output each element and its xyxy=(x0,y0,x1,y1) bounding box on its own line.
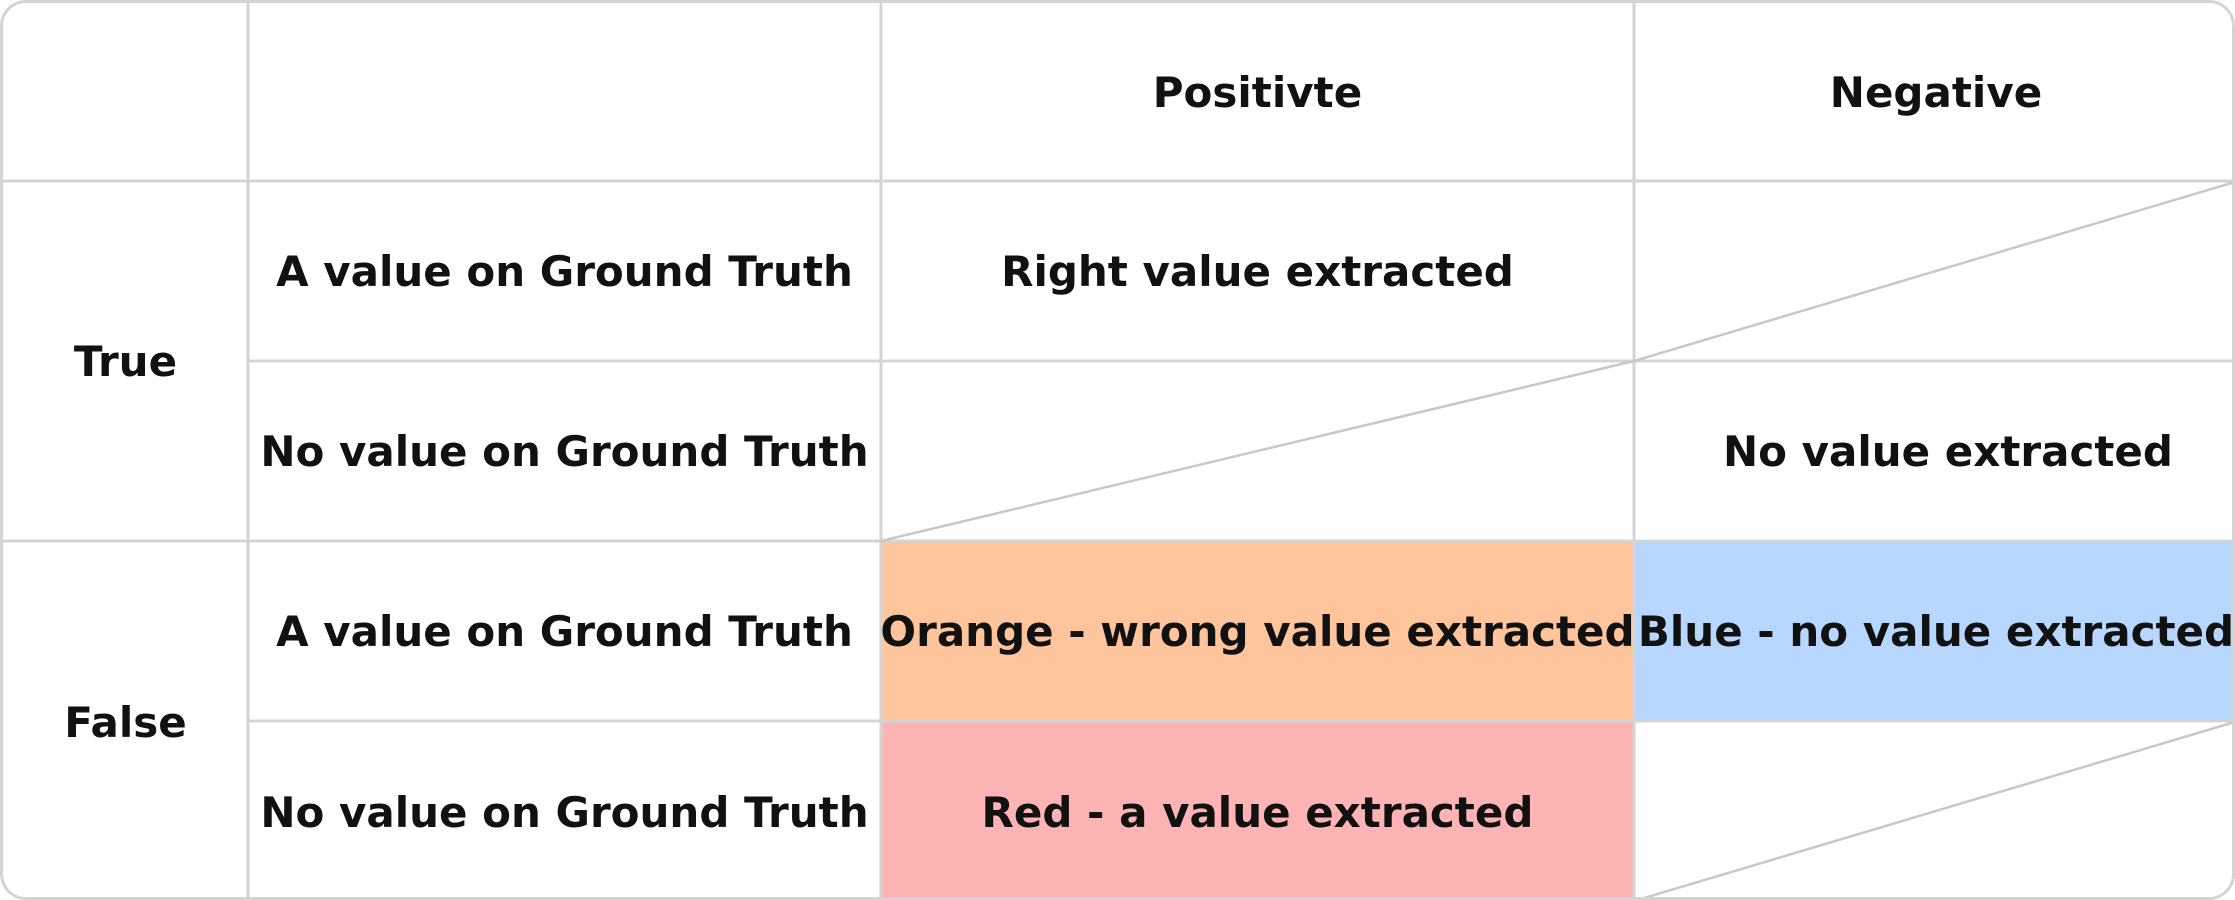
red-value-extracted-cell: Red - a value extracted xyxy=(981,787,1534,837)
true-negative-cell: No value extracted xyxy=(1723,426,2173,476)
empty-cell-diagonal xyxy=(1643,721,2232,897)
orange-wrong-value-cell: Orange - wrong value extracted xyxy=(880,606,1635,656)
row-label-false-novalue: No value on Ground Truth xyxy=(260,787,869,837)
orange-cell-fill xyxy=(881,541,1634,721)
blue-no-value-cell: Blue - no value extracted xyxy=(1637,606,2235,656)
blue-cell-fill xyxy=(1634,541,2232,721)
row-label-true-novalue: No value on Ground Truth xyxy=(260,426,869,476)
header-negative: Negative xyxy=(1829,67,2043,117)
row-label-true-value: A value on Ground Truth xyxy=(276,246,853,296)
header-positive: Positivte xyxy=(1152,67,1363,117)
table-grid xyxy=(3,3,2232,897)
empty-cell-diagonal xyxy=(1633,181,2232,363)
group-false-label: False xyxy=(64,697,187,747)
group-true-label: True xyxy=(73,336,178,386)
red-cell-fill xyxy=(881,721,1634,897)
empty-cell-diagonal xyxy=(880,359,1635,543)
row-label-false-value: A value on Ground Truth xyxy=(276,606,853,656)
true-positive-cell: Right value extracted xyxy=(1001,246,1514,296)
